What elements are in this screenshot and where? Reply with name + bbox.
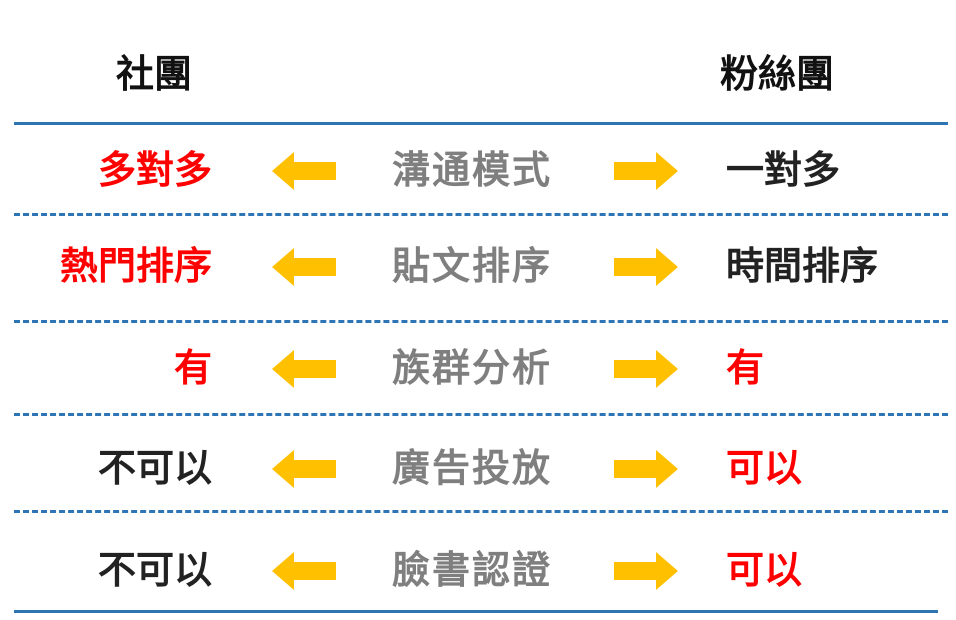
group-value: 熱門排序: [59, 244, 212, 288]
group-value: 不可以: [97, 446, 212, 490]
feature-label: 臉書認證: [392, 548, 553, 592]
arrow-left-icon: [272, 450, 336, 488]
arrow-left-icon: [272, 350, 336, 388]
arrow-left-icon: [272, 552, 336, 590]
fanpage-value: 時間排序: [726, 244, 879, 288]
arrow-right-icon: [614, 450, 678, 488]
header-fanpage: 粉絲團: [720, 52, 835, 96]
group-value: 有: [173, 346, 212, 390]
top-divider: [14, 122, 948, 125]
fanpage-value: 可以: [726, 548, 803, 592]
comparison-row: 多對多 溝通模式 一對多: [0, 140, 956, 200]
arrow-right-icon: [614, 248, 678, 286]
feature-label: 貼文排序: [392, 244, 553, 288]
feature-label: 廣告投放: [392, 446, 553, 490]
comparison-row: 有 族群分析 有: [0, 338, 956, 398]
row-divider: [14, 320, 948, 323]
arrow-left-icon: [272, 248, 336, 286]
row-divider: [14, 213, 948, 216]
feature-label: 族群分析: [392, 346, 553, 390]
comparison-row: 不可以 廣告投放 可以: [0, 438, 956, 498]
fanpage-value: 一對多: [726, 148, 841, 192]
comparison-row: 熱門排序 貼文排序 時間排序: [0, 236, 956, 296]
arrow-left-icon: [272, 152, 336, 190]
arrow-right-icon: [614, 350, 678, 388]
feature-label: 溝通模式: [392, 148, 553, 192]
row-divider: [14, 413, 948, 416]
fanpage-value: 可以: [726, 446, 803, 490]
group-value: 不可以: [97, 548, 212, 592]
arrow-right-icon: [614, 552, 678, 590]
group-value: 多對多: [97, 148, 212, 192]
fanpage-value: 有: [726, 346, 765, 390]
bottom-divider: [14, 610, 938, 613]
comparison-row: 不可以 臉書認證 可以: [0, 540, 956, 600]
header-group: 社團: [116, 52, 193, 96]
arrow-right-icon: [614, 152, 678, 190]
row-divider: [14, 510, 948, 513]
